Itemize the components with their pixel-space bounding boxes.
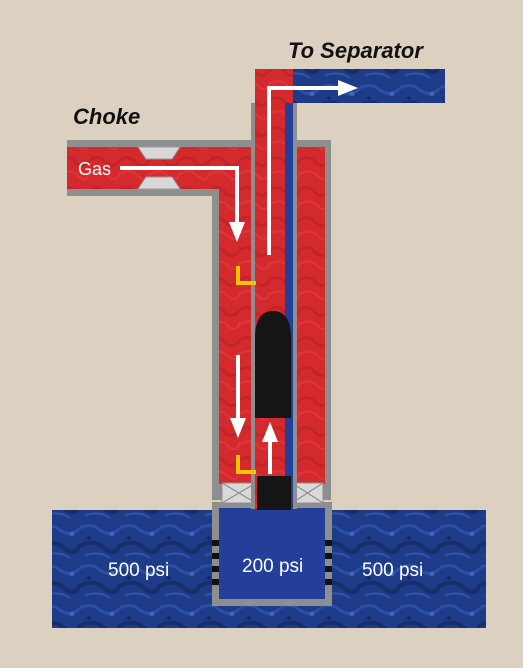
tubing-outflow-arrow [267, 86, 340, 255]
arrow-icon [229, 222, 245, 242]
formation-left-pressure: 500 psi [108, 560, 170, 581]
wellbore-chamber [219, 508, 325, 599]
tubing-liquid [285, 103, 295, 509]
plunger [255, 311, 291, 418]
arrow-icon [338, 80, 358, 96]
bumper-bracket-icon [236, 455, 256, 474]
wellbore-pressure: 200 psi [242, 556, 304, 577]
bumper-spring [257, 476, 291, 510]
bumper-bracket-icon [236, 266, 256, 285]
formation-right-pressure: 500 psi [362, 560, 424, 581]
arrow-icon [230, 418, 246, 438]
tubing-wall-left [251, 103, 255, 509]
to-separator-label: To Separator [288, 38, 423, 63]
gas-label: Gas [78, 159, 112, 179]
choke-valve-top [137, 146, 181, 160]
choke-valve-bottom [137, 176, 181, 190]
packer [221, 482, 324, 504]
tubing-wall-right [293, 103, 297, 509]
choke-label: Choke [73, 104, 141, 129]
perforations-left [212, 540, 219, 585]
perforations-right [325, 540, 332, 585]
arrow-icon [262, 422, 278, 442]
gas-inflow-arrow [120, 166, 239, 224]
